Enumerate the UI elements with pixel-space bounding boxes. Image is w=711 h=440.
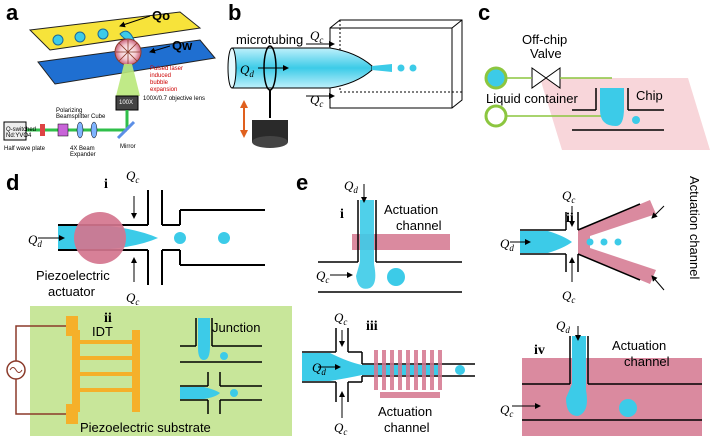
microtubing-label: microtubing bbox=[236, 32, 303, 47]
svg-text:Nd:YVO4: Nd:YVO4 bbox=[6, 133, 32, 139]
actuation-channel-iv bbox=[522, 358, 702, 436]
actuation-label: Actuation bbox=[384, 202, 438, 217]
objective-lens-label: 100X/0.7 objective lens bbox=[143, 96, 205, 102]
svg-text:Qc: Qc bbox=[562, 288, 575, 305]
actuator bbox=[252, 120, 288, 142]
half-wave-label: Half wave plate bbox=[4, 146, 46, 152]
svg-text:bubble: bubble bbox=[150, 80, 169, 86]
junction-label: Junction bbox=[212, 320, 260, 335]
liquid-container-filled bbox=[484, 66, 508, 90]
qo-label: Qo bbox=[152, 8, 170, 23]
piezo-actuator bbox=[74, 212, 126, 264]
panel-d: d i Qd Qc Qc Piezoelectric actuator ii bbox=[6, 168, 292, 436]
svg-text:Qc: Qc bbox=[562, 188, 575, 205]
droplet bbox=[52, 34, 64, 46]
svg-text:Qc: Qc bbox=[126, 290, 139, 307]
polarizing-cube-label: Polarizing bbox=[56, 108, 82, 114]
svg-text:actuator: actuator bbox=[48, 284, 96, 299]
svg-text:channel: channel bbox=[396, 218, 442, 233]
panel-a-letter: a bbox=[6, 0, 19, 25]
qw-label: Qw bbox=[172, 38, 193, 53]
svg-text:Qd: Qd bbox=[500, 236, 514, 253]
beam-expander-label: 4X Beam bbox=[70, 146, 95, 152]
svg-text:Qd: Qd bbox=[556, 318, 570, 335]
svg-text:Qc: Qc bbox=[334, 420, 347, 437]
piezo-actuator-label: Piezoelectric bbox=[36, 268, 110, 283]
svg-text:Pulsed laser: Pulsed laser bbox=[150, 66, 183, 72]
liquid-container-empty bbox=[484, 104, 508, 128]
substrate-label: Piezoelectric substrate bbox=[80, 420, 211, 435]
mirror-label: Mirror bbox=[120, 144, 136, 150]
svg-text:Qc: Qc bbox=[500, 402, 513, 419]
panel-e-letter: e bbox=[296, 170, 308, 195]
actuation-channel-ii bbox=[578, 200, 656, 284]
svg-text:Qd: Qd bbox=[240, 62, 254, 79]
actuation-label-iv: Actuation bbox=[612, 338, 666, 353]
microtubing bbox=[231, 47, 373, 89]
chip bbox=[540, 78, 710, 150]
actuation-label-iii: Actuation bbox=[378, 404, 432, 419]
svg-text:induced: induced bbox=[150, 73, 171, 79]
laser-label: Q-switched bbox=[6, 127, 36, 133]
panel-e-iv: iv bbox=[534, 343, 545, 358]
svg-text:Qd: Qd bbox=[312, 360, 326, 377]
droplet bbox=[74, 31, 86, 43]
liquid-container-label: Liquid container bbox=[486, 91, 578, 106]
oil-channel bbox=[28, 11, 202, 51]
half-wave-plate bbox=[40, 124, 45, 136]
panel-c: c Chip Off-chip Valve Liquid container bbox=[478, 0, 710, 150]
actuation-comb bbox=[374, 350, 442, 398]
droplet bbox=[619, 399, 637, 417]
panel-d-letter: d bbox=[6, 170, 19, 195]
svg-text:Qc: Qc bbox=[316, 268, 329, 285]
droplet bbox=[409, 64, 417, 72]
panel-b: b microtubing Qd Qc Qc bbox=[227, 0, 463, 148]
panel-a: a Qo Qw 100X 100X/0.7 objective lens Pul… bbox=[3, 0, 216, 158]
svg-text:channel: channel bbox=[384, 420, 430, 435]
panel-e-iii: iii bbox=[366, 319, 378, 334]
svg-text:Qc: Qc bbox=[334, 310, 347, 327]
laser-box bbox=[3, 121, 27, 141]
svg-text:Qc: Qc bbox=[126, 168, 139, 185]
droplet bbox=[97, 28, 109, 40]
svg-text:Qd: Qd bbox=[28, 232, 42, 249]
idt-label: IDT bbox=[92, 324, 113, 339]
svg-text:Beamsplitter Cube: Beamsplitter Cube bbox=[56, 114, 106, 120]
panel-e: e i Qd Qc Actuation channel iii bbox=[296, 170, 702, 437]
panel-e-i: i bbox=[340, 207, 344, 222]
svg-text:Expander: Expander bbox=[70, 152, 96, 158]
valve-label: Off-chip bbox=[522, 32, 567, 47]
panel-c-letter: c bbox=[478, 0, 490, 25]
panel-d-i: i bbox=[104, 177, 108, 192]
actuation-channel-label-ii: Actuation channel bbox=[687, 176, 702, 279]
chip-label: Chip bbox=[636, 88, 663, 103]
droplet bbox=[455, 365, 465, 375]
beamsplitter-cube bbox=[57, 123, 69, 137]
svg-text:expansion: expansion bbox=[150, 87, 177, 93]
svg-text:Valve: Valve bbox=[530, 46, 562, 61]
panel-b-letter: b bbox=[228, 0, 241, 25]
panel-d-ii: ii bbox=[104, 311, 112, 326]
panel-e-ii: ii bbox=[566, 211, 574, 226]
mirror bbox=[116, 120, 136, 140]
svg-text:Qc: Qc bbox=[310, 28, 323, 45]
svg-text:Qc: Qc bbox=[310, 92, 323, 109]
droplet bbox=[174, 232, 186, 244]
droplet bbox=[218, 232, 230, 244]
droplet bbox=[397, 64, 405, 72]
svg-text:100X: 100X bbox=[119, 100, 133, 106]
svg-text:channel: channel bbox=[624, 354, 670, 369]
svg-text:Qd: Qd bbox=[344, 178, 358, 195]
droplet bbox=[387, 268, 405, 286]
